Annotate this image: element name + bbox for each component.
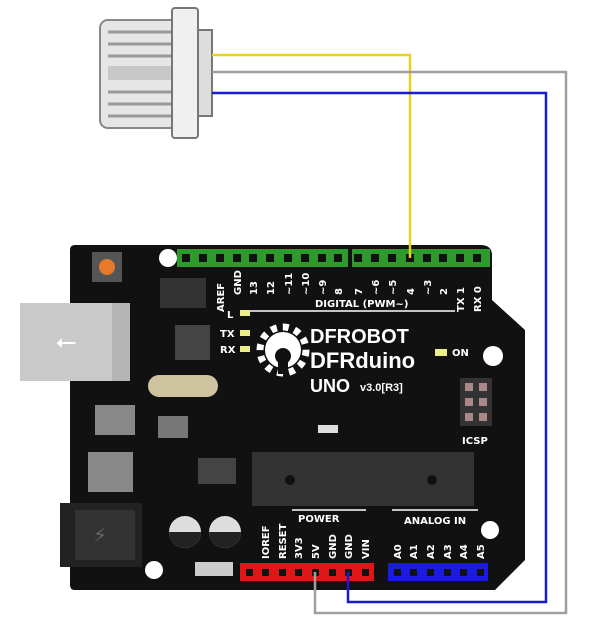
analog-pin-label: A0 — [393, 544, 404, 559]
signal-wire — [212, 53, 412, 258]
sensor-probe — [99, 7, 213, 139]
dc-jack: ⚡ — [60, 503, 142, 567]
digital-pin[interactable] — [388, 254, 396, 262]
digital-pin[interactable] — [182, 254, 190, 262]
header-pin[interactable] — [460, 569, 467, 576]
power-pin-label: VIN — [361, 539, 372, 559]
header-pin[interactable] — [444, 569, 451, 576]
regulator — [95, 405, 135, 435]
analog-pin-label: A3 — [443, 544, 454, 559]
digital-pin-label: ~3 — [423, 280, 434, 295]
power-pin-label: RESET — [278, 523, 289, 559]
digital-pin-label: 8 — [334, 288, 345, 295]
variant-label: UNO — [310, 376, 350, 396]
power-pin-label: IOREF — [261, 525, 272, 559]
digital-pin[interactable] — [233, 254, 241, 262]
digital-pin-label: RX 0 — [473, 286, 484, 312]
brand-label: DFROBOT — [310, 326, 409, 348]
analog-pin-label: A1 — [409, 544, 420, 559]
analog-pin-label: A2 — [426, 544, 437, 559]
digital-pin-label: AREF — [216, 283, 227, 312]
digital-pin-label: 2 — [439, 288, 450, 295]
digital-label: DIGITAL (PWM~) — [315, 299, 408, 310]
digital-pin-label: TX 1 — [456, 287, 467, 312]
digital-pin[interactable] — [334, 254, 342, 262]
version-label: v3.0[R3] — [360, 382, 403, 394]
digital-pin[interactable] — [301, 254, 309, 262]
digital-header-right — [352, 249, 490, 267]
power-pin-label: 5V — [311, 544, 322, 559]
analog-pin-label: A5 — [476, 544, 487, 559]
digital-pin-label: GND — [233, 270, 244, 295]
digital-header-left — [177, 249, 348, 267]
usb-connector: ⭠ — [20, 303, 130, 381]
digital-pin-label: 7 — [354, 288, 365, 295]
usb-icon: ⭠ — [56, 327, 77, 357]
digital-pin[interactable] — [216, 254, 224, 262]
power-label: POWER — [298, 514, 340, 525]
header-pin[interactable] — [427, 569, 434, 576]
header-pin[interactable] — [246, 569, 253, 576]
digital-pin-label: ~11 — [284, 273, 295, 295]
header-pin[interactable] — [279, 569, 286, 576]
header-pin[interactable] — [477, 569, 484, 576]
header-pin[interactable] — [329, 569, 336, 576]
header-pin[interactable] — [394, 569, 401, 576]
power-header — [240, 563, 374, 581]
digital-pin-label: 13 — [249, 281, 260, 295]
digital-pin[interactable] — [354, 254, 362, 262]
crystal — [148, 375, 218, 397]
icsp-header — [460, 378, 492, 426]
power-pin-label: GND — [328, 534, 339, 559]
header-pin[interactable] — [295, 569, 302, 576]
digital-pin[interactable] — [199, 254, 207, 262]
on-label: ON — [452, 348, 469, 359]
usb-chip — [175, 325, 210, 360]
digital-pin[interactable] — [318, 254, 326, 262]
digital-pin[interactable] — [249, 254, 257, 262]
analog-pin-label: A4 — [459, 544, 470, 559]
digital-pin-label: ~6 — [371, 280, 382, 295]
icsp-label: ICSP — [462, 436, 488, 447]
ground-wire — [212, 91, 548, 604]
digital-pin-label: ~10 — [301, 273, 312, 295]
digital-pin[interactable] — [284, 254, 292, 262]
lightning-icon: ⚡ — [93, 523, 107, 547]
digital-pin[interactable] — [439, 254, 447, 262]
header-pin[interactable] — [410, 569, 417, 576]
power-wire — [212, 70, 568, 615]
led-label-rx: RX — [220, 345, 236, 356]
digital-pin-label: 12 — [266, 281, 277, 295]
digital-pin[interactable] — [473, 254, 481, 262]
power-pin-label: GND — [344, 534, 355, 559]
digital-pin[interactable] — [266, 254, 274, 262]
digital-pin-label: 4 — [406, 288, 417, 295]
led-label-l: L — [227, 310, 234, 321]
led-label-tx: TX — [220, 329, 235, 340]
digital-pin[interactable] — [423, 254, 431, 262]
digital-pin-label: ~5 — [388, 280, 399, 295]
gear-logo-icon — [256, 323, 310, 377]
analog-label: ANALOG IN — [404, 516, 466, 527]
digital-pin[interactable] — [456, 254, 464, 262]
digital-pin[interactable] — [371, 254, 379, 262]
digital-pin-label: ~9 — [318, 280, 329, 295]
model-label: DFRduino — [310, 348, 415, 373]
analog-header — [388, 563, 488, 581]
power-pin-label: 3V3 — [294, 537, 305, 559]
header-pin[interactable] — [362, 569, 369, 576]
header-pin[interactable] — [262, 569, 269, 576]
